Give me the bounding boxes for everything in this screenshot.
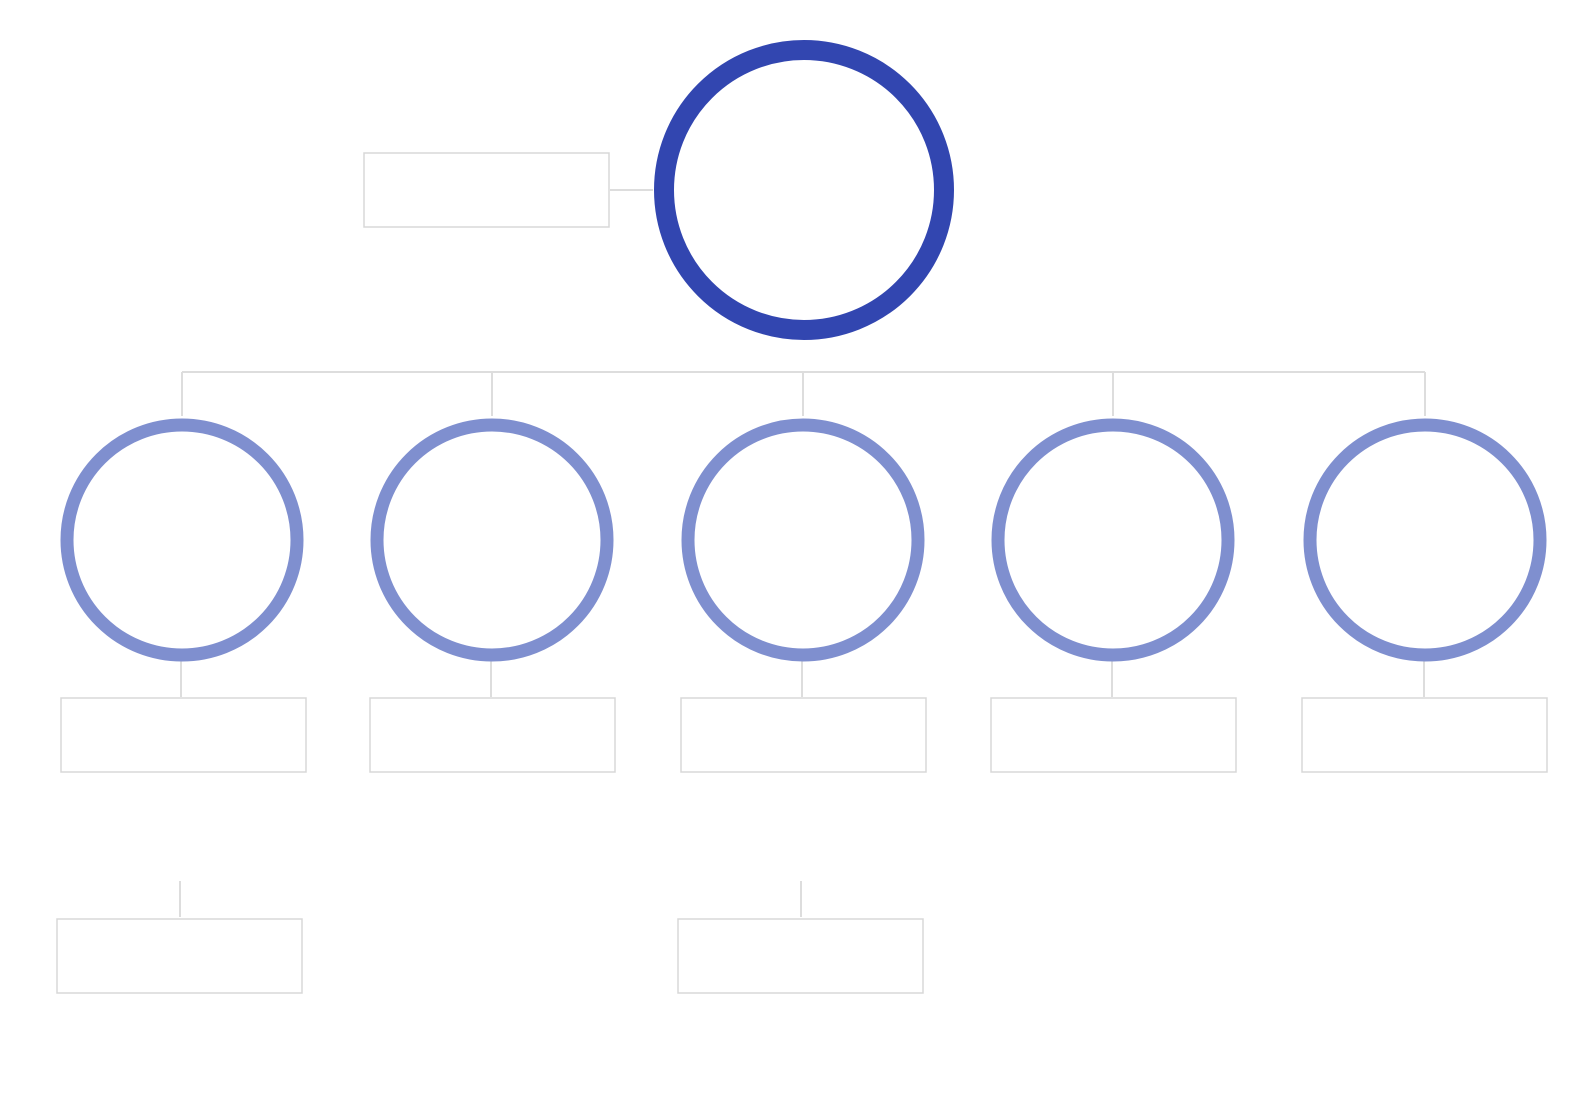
sub-box-frame-3[interactable]: [677, 918, 924, 994]
child-box-frame-1[interactable]: [60, 697, 307, 773]
child-box-2[interactable]: [369, 697, 616, 773]
root-side-box[interactable]: [363, 152, 610, 228]
child-circle-5[interactable]: [1303, 418, 1547, 662]
child-circle-2[interactable]: [370, 418, 614, 662]
child-circle-3[interactable]: [681, 418, 925, 662]
child-circle-1[interactable]: [60, 418, 304, 662]
root-node[interactable]: [654, 40, 954, 340]
child-node-5[interactable]: [1303, 418, 1547, 662]
child-node-1[interactable]: [60, 418, 304, 662]
child-box-frame-4[interactable]: [990, 697, 1237, 773]
sub-box-1[interactable]: [56, 918, 303, 994]
child-box-frame-2[interactable]: [369, 697, 616, 773]
child-node-4[interactable]: [991, 418, 1235, 662]
child-box-4[interactable]: [990, 697, 1237, 773]
sub-box-3[interactable]: [677, 918, 924, 994]
sub-box-frame-1[interactable]: [56, 918, 303, 994]
child-box-frame-5[interactable]: [1301, 697, 1548, 773]
child-box-5[interactable]: [1301, 697, 1548, 773]
connector-lines: [179, 189, 1426, 917]
child-node-2[interactable]: [370, 418, 614, 662]
root-side-box-frame[interactable]: [363, 152, 610, 228]
child-circle-4[interactable]: [991, 418, 1235, 662]
child-box-3[interactable]: [680, 697, 927, 773]
root-circle[interactable]: [654, 40, 954, 340]
child-node-3[interactable]: [681, 418, 925, 662]
child-box-1[interactable]: [60, 697, 307, 773]
child-box-frame-3[interactable]: [680, 697, 927, 773]
